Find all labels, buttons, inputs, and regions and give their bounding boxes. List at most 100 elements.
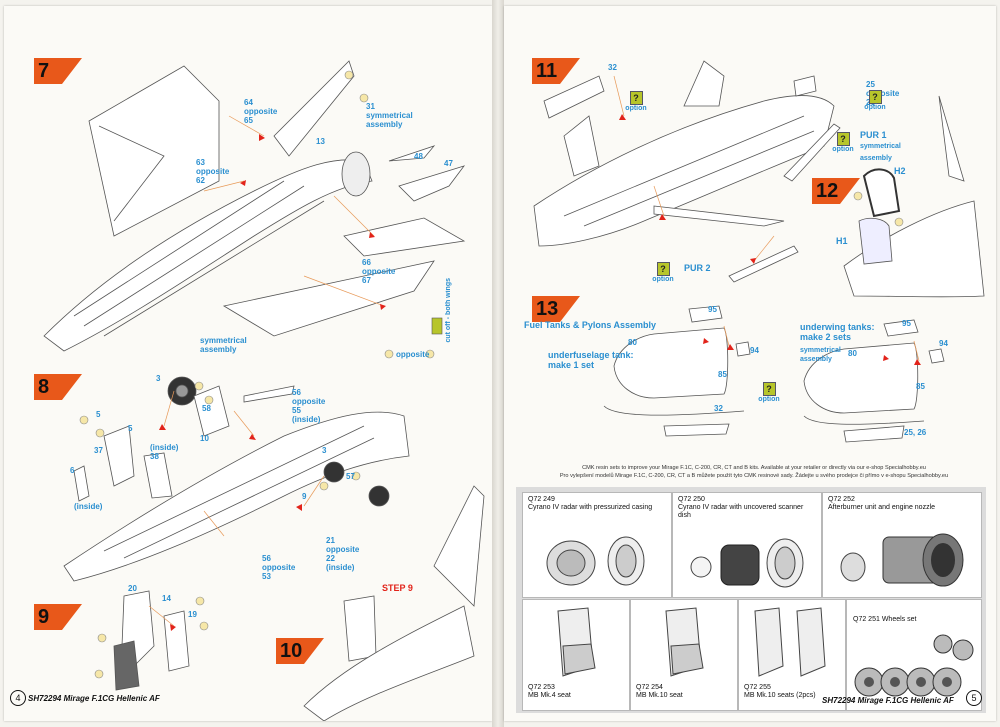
part-85b: 85 [916,382,925,391]
right-line-art [533,60,985,443]
product-title: Afterburner unit and engine nozzle [828,504,936,511]
underwing-note: underwing tanks:make 2 sets [800,322,875,342]
option-marker-icon: ? [836,132,850,146]
step-8-badge: 8 [34,374,82,400]
product-code: Q72 250 [678,496,705,503]
wheels-set-icon [854,634,974,697]
option-marker-icon: ? [656,262,670,276]
part-3a: 3 [156,374,161,383]
part-13: 13 [316,137,325,146]
product-heading: Q72 251 Wheels set [853,616,916,623]
product-q72-254[interactable]: Q72 254 MB Mk.10 seat [630,599,738,711]
product-q72-249[interactable]: Q72 249 Cyrano IV radar with pressurized… [522,492,672,598]
underfuselage-note: underfuselage tank:make 1 set [548,350,634,370]
part-85a: 85 [718,370,727,379]
step-9-number: 9 [38,606,50,628]
cut-off-note: cut off - both wings [445,278,452,343]
product-title: MB Mk.4 seat [528,692,571,699]
option-marker-icon: ? [762,382,776,396]
part-94b: 94 [939,339,948,348]
step-10-number: 10 [280,640,303,662]
cmk-note-cz: Pro vylepšení modelů Mirage F.1C, C-200,… [559,473,949,479]
right-footer: SH72294 Mirage F.1CG Hellenic AF [822,696,954,705]
fuel-tanks-title: Fuel Tanks & Pylons Assembly [524,320,657,330]
step-flag-icon [532,58,580,84]
page-number-4: 4 [10,690,26,706]
spine-gutter [492,0,504,727]
radar-casing-icon [546,536,645,586]
part-95a: 95 [708,305,717,314]
option-marker-e: ?option [758,382,780,403]
part-9: 9 [302,492,307,501]
pur-2-label: PUR 2 [684,263,711,273]
product-title: MB Mk.10 seat [636,692,683,699]
part-57: 57 [346,472,355,481]
part-47: 47 [444,159,453,168]
option-marker-icon: ? [629,91,643,105]
step-flag-icon [532,296,580,322]
part-94a: 94 [750,346,759,355]
step-9-badge: 9 [34,604,82,630]
option-marker-c: ?option [832,132,854,153]
inside-note-a: (inside)38 [150,443,179,461]
product-q72-252[interactable]: Q72 252 Afterburner unit and engine nozz… [822,492,982,598]
part-14: 14 [162,594,171,603]
step-flag-icon [276,638,324,664]
option-marker-b: ?option [864,90,886,111]
part-19: 19 [188,610,197,619]
product-code: Q72 255 [744,684,771,691]
product-code: Q72 254 [636,684,663,691]
product-title: Cyrano IV radar with uncovered scanner d… [678,504,804,519]
afterburner-nozzle-icon [840,533,964,587]
ejection-seat-icon [557,607,596,677]
step-9-reference: STEP 9 [382,583,413,593]
ejection-seat-icon [665,607,704,677]
right-page: 11 12 13 32 25opposite26 ?option ?option… [504,6,996,721]
option-marker-d: ?option [652,262,674,283]
product-q72-251[interactable]: Q72 251 Wheels set [846,599,982,711]
page-number-5: 5 [966,690,982,706]
step-flag-icon [34,604,82,630]
part-25-26: 25, 26 [904,428,927,437]
part-5a: 5 [96,410,101,419]
product-code: Q72 251 [853,616,880,623]
part-32: 32 [608,63,617,72]
step-flag-icon [34,374,82,400]
step-10-badge: 10 [276,638,324,664]
product-code: Q72 253 [528,684,555,691]
part-95b: 95 [902,319,911,328]
product-q72-253[interactable]: Q72 253 MB Mk.4 seat [522,599,630,711]
part-58: 58 [202,404,211,413]
step-13-badge: 13 [532,296,580,322]
ejection-seats-pair-icon [754,607,826,677]
product-q72-250[interactable]: Q72 250 Cyrano IV radar with uncovered s… [672,492,822,598]
cmk-note-en: CMK resin sets to improve your Mirage F.… [582,465,926,471]
product-code: Q72 249 [528,496,555,503]
option-marker-a: ?option [625,91,647,112]
inside-note-b: (inside) [74,502,103,511]
cmk-resin-note: CMK resin sets to improve your Mirage F.… [524,464,984,480]
part-3b: 3 [322,446,327,455]
left-line-art [43,60,485,721]
part-48: 48 [414,152,423,161]
step-7-badge: 7 [34,58,82,84]
part-37: 37 [94,446,103,455]
step-12-number: 12 [816,180,839,202]
step-12-badge: 12 [812,178,860,204]
radar-dish-icon [690,538,804,588]
step-13-number: 13 [536,298,559,320]
product-q72-255[interactable]: Q72 255 MB Mk.10 seats (2pcs) [738,599,846,711]
step-11-number: 11 [536,60,558,82]
step-7-number: 7 [38,60,50,82]
